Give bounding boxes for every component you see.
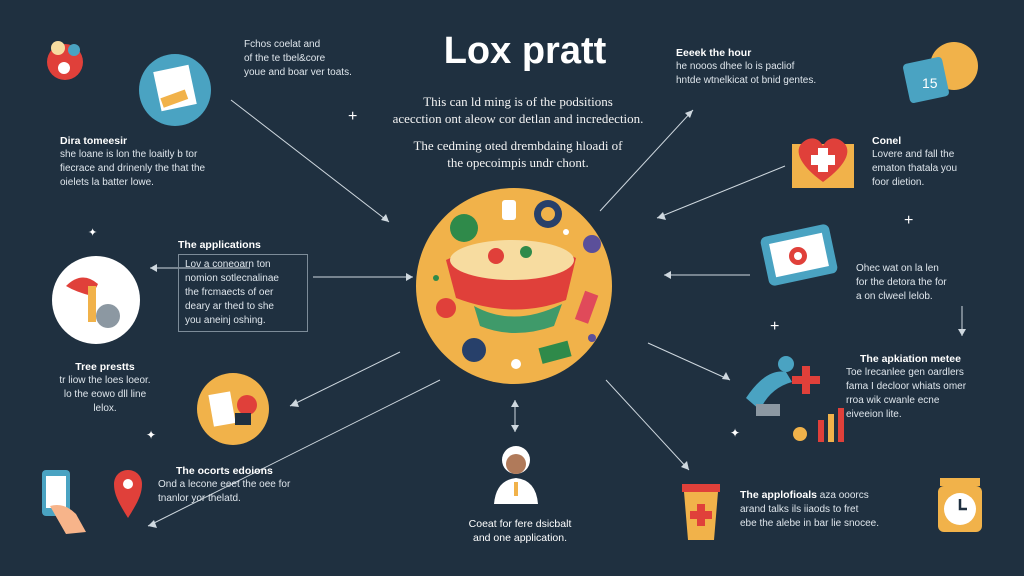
phone-hand-icon: [42, 470, 86, 534]
bottom-caption: Coeat for fere dsicbalt and one applicat…: [468, 518, 572, 544]
doctor-icon: [494, 446, 538, 504]
text-block-right-3: The apkiation metee Toe lrecanlee gen oa…: [846, 353, 967, 420]
sparkle: +: [770, 318, 780, 335]
connector-right-3: [647, 342, 731, 381]
text-block-right-2: Ohec wat on la len for the detora the fo…: [856, 263, 947, 302]
sparkle: +: [348, 108, 358, 125]
heart-cross-icon: [792, 138, 854, 188]
connector-top-right: [599, 109, 694, 212]
sparkle: ✦: [88, 227, 98, 239]
svg-text:15: 15: [922, 75, 938, 91]
presentation-icon: [197, 373, 269, 445]
text-block-left-3: Tree prestts tr liow the loes loeor. lo …: [59, 361, 151, 414]
connector-left-3: [289, 351, 401, 407]
hand-tool-icon: [52, 256, 140, 344]
sparkle: +: [904, 212, 914, 229]
collaboration-icon: [47, 41, 83, 80]
robot-arm-icon: [746, 356, 844, 442]
intro-paragraph-1: This can ld ming is of the podsitions ac…: [392, 94, 644, 126]
text-block-top-left: Fchos coelat and of the te tbel&core you…: [244, 39, 352, 78]
page-title: Lox pratt: [443, 30, 607, 72]
text-block-left-4: The ocorts edoions Ond a lecone eeet the…: [158, 465, 291, 504]
text-block-right-1: Conel Lovere and fall the ematon thatala…: [872, 135, 958, 188]
connector-right-4: [605, 379, 690, 471]
connector-right-1: [656, 165, 786, 219]
trash-cup-icon: [682, 484, 720, 540]
text-block-right-4: The applofioals aza ooorcs arand talks i…: [740, 489, 879, 529]
connector-top-left: [230, 99, 390, 223]
text-block-left-1: Dira tomeesir she loane is lon the loait…: [60, 135, 206, 188]
sparkle: ✦: [146, 428, 157, 442]
sparkle: ✦: [730, 426, 741, 440]
calendar-icon: 15: [903, 42, 978, 103]
intro-paragraph-2: The cedming oted drembdaing hloadi of th…: [413, 138, 623, 170]
location-pin-icon: [114, 470, 142, 518]
document-icon: [139, 54, 211, 126]
food-bowl-icon: [433, 200, 601, 369]
tablet-icon: [760, 224, 838, 286]
text-block-top-right: Eeeek the hour he nooos dhee lo is pacli…: [676, 47, 817, 86]
alarm-clock-icon: [938, 478, 982, 532]
text-block-left-2: The applications Lov a coneoarn ton nomi…: [178, 238, 308, 332]
connector-left-4: [147, 379, 441, 527]
